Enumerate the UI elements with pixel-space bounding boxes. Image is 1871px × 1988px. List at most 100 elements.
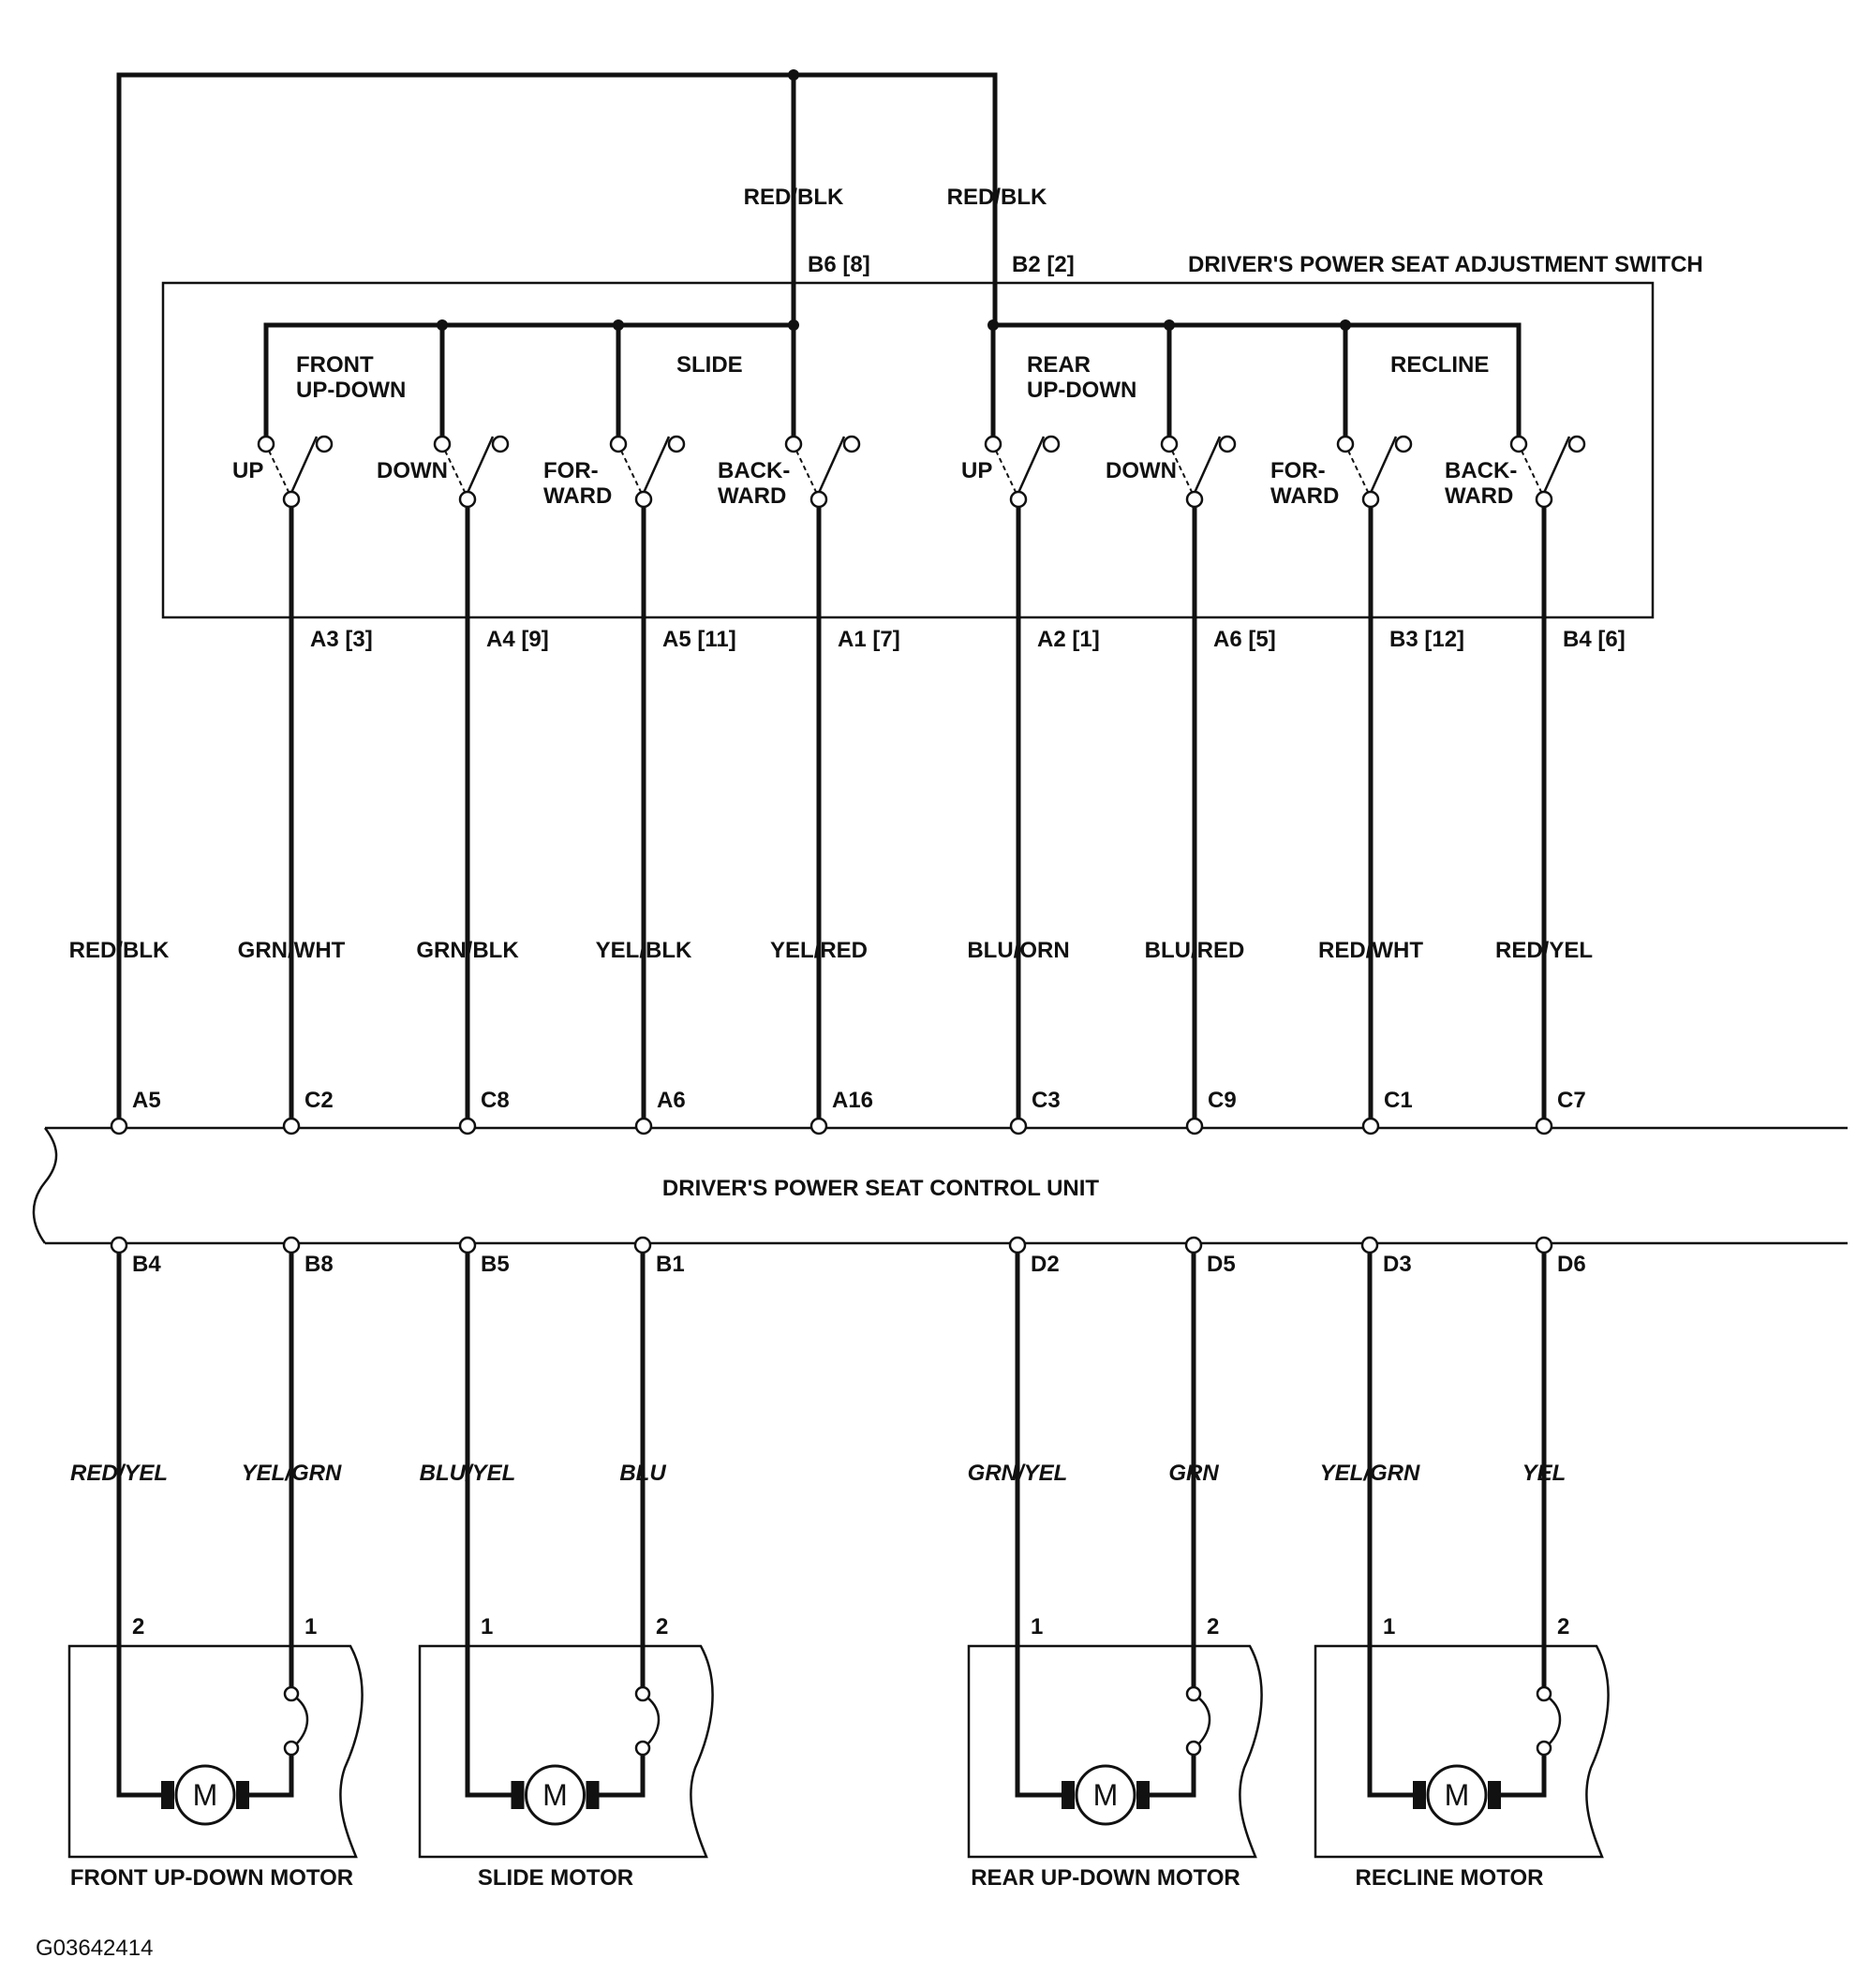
contact-pin-1: A3 [3] [310,627,373,652]
output-pin: D3 [1383,1252,1412,1277]
supply-wire-left [116,72,796,1124]
switch-contact-1: UP A3 [3] [232,435,373,1120]
motor-name: REAR UP-DOWN MOTOR [971,1865,1240,1891]
motor-blocks: M FRONT UP-DOWN MOTOR M SLIDE MOTOR M REAR UP… [67,1253,1610,1891]
motor-symbol-letter: M [1445,1778,1470,1812]
input-wire-4: YEL/BLK A6 [596,938,692,1135]
splice-top [788,69,799,81]
motor-name: RECLINE MOTOR [1356,1865,1544,1891]
input-wire-color: RED/WHT [1318,938,1423,963]
output-pin: B5 [481,1252,510,1277]
input-pin: C7 [1557,1088,1586,1113]
motor-pin: 1 [1383,1614,1395,1639]
motor-name: FRONT UP-DOWN MOTOR [70,1865,353,1891]
output-pin: B1 [656,1252,685,1277]
input-wire-color: GRN/BLK [416,938,519,963]
input-wire-7: BLU/RED C9 [1145,938,1245,1135]
output-pin: D6 [1557,1252,1586,1277]
motor-3: M REAR UP-DOWN MOTOR [967,1253,1263,1891]
contact-label-6: DOWN [1106,458,1177,483]
group-label-recline: RECLINE [1390,352,1489,378]
contact-pin-4: A1 [7] [838,627,900,652]
input-wire-color: RED/BLK [69,938,170,963]
input-wire-color: GRN/WHT [238,938,346,963]
motor-pin: 1 [481,1614,493,1639]
switch-bus-right [990,322,1522,440]
switch-contact-2: DOWN A4 [9] [377,435,549,1120]
input-pin: A6 [657,1088,686,1113]
switch-title: DRIVER'S POWER SEAT ADJUSTMENT SWITCH [1188,252,1703,277]
feed-pin-label-2: B2 [2] [1012,252,1075,277]
switch-drops [439,325,1348,440]
contact-pin-5: A2 [1] [1037,627,1100,652]
switch-contact-6: DOWN A6 [5] [1106,435,1276,1120]
motor-pin: 2 [1557,1614,1569,1639]
motor-2: M SLIDE MOTOR [418,1253,714,1891]
feed-wire-label-1: RED/BLK [744,185,844,210]
output-pin: B8 [304,1252,334,1277]
motor-symbol-letter: M [542,1778,568,1812]
contact-label-1: UP [232,458,263,483]
contact-pin-3: A5 [11] [662,627,736,652]
input-pin: C1 [1384,1088,1413,1113]
motor-symbol-icon [174,1764,236,1826]
contact-label-7: FOR-WARD [1270,458,1339,509]
supply-wire-right [794,72,998,323]
input-pin: C3 [1032,1088,1061,1113]
output-pin: B4 [132,1252,161,1277]
motor-pin: 2 [656,1614,668,1639]
control-unit-break-left [32,1127,58,1244]
switch-contact-7: FOR-WARD B3 [12] [1270,435,1464,1120]
switch-contact-5: UP A2 [1] [961,435,1100,1120]
motor-4: M RECLINE MOTOR [1314,1253,1610,1891]
motor-symbol-icon [525,1764,586,1826]
input-wire-3: GRN/BLK C8 [416,938,519,1135]
figure-id: G03642414 [36,1936,153,1961]
input-wire-color: BLU/ORN [967,938,1069,963]
contact-label-5: UP [961,458,992,483]
contact-pin-7: B3 [12] [1389,627,1464,652]
input-wire-color: RED/YEL [1495,938,1593,963]
motor-1: M FRONT UP-DOWN MOTOR [67,1253,364,1891]
input-wire-1: RED/BLK A5 [69,938,170,1135]
control-unit-title: DRIVER'S POWER SEAT CONTROL UNIT [662,1176,1100,1201]
contact-label-2: DOWN [377,458,448,483]
output-pin: D2 [1031,1252,1060,1277]
group-label-slide: SLIDE [676,352,743,378]
input-wire-6: BLU/ORN C3 [967,938,1070,1135]
input-wire-color: YEL/BLK [596,938,692,963]
switch-box [161,281,1655,619]
input-pin: C8 [481,1088,510,1113]
motor-pin: 2 [1207,1614,1219,1639]
motor-pin: 1 [1031,1614,1043,1639]
input-pin: A16 [832,1088,873,1113]
contact-pin-2: A4 [9] [486,627,549,652]
input-wire-color: BLU/RED [1145,938,1245,963]
input-wire-2: GRN/WHT C2 [238,938,346,1135]
input-pin: A5 [132,1088,161,1113]
feed-wire-label-2: RED/BLK [947,185,1047,210]
motor-pin: 2 [132,1614,144,1639]
input-pin: C2 [304,1088,334,1113]
input-wire-9: RED/YEL C7 [1495,938,1593,1135]
motor-name: SLIDE MOTOR [478,1865,633,1891]
motor-symbol-icon [1426,1764,1488,1826]
control-unit-wires: RED/BLKA5GRN/WHTC2GRN/BLKC8YEL/BLKA6YEL/… [69,938,1593,1639]
contact-pin-6: A6 [5] [1213,627,1276,652]
motor-symbol-letter: M [193,1778,218,1812]
motor-pin: 1 [304,1614,317,1639]
motor-symbol-letter: M [1093,1778,1119,1812]
input-pin: C9 [1208,1088,1237,1113]
output-pin: D5 [1207,1252,1236,1277]
input-wire-8: RED/WHT C1 [1318,938,1423,1135]
